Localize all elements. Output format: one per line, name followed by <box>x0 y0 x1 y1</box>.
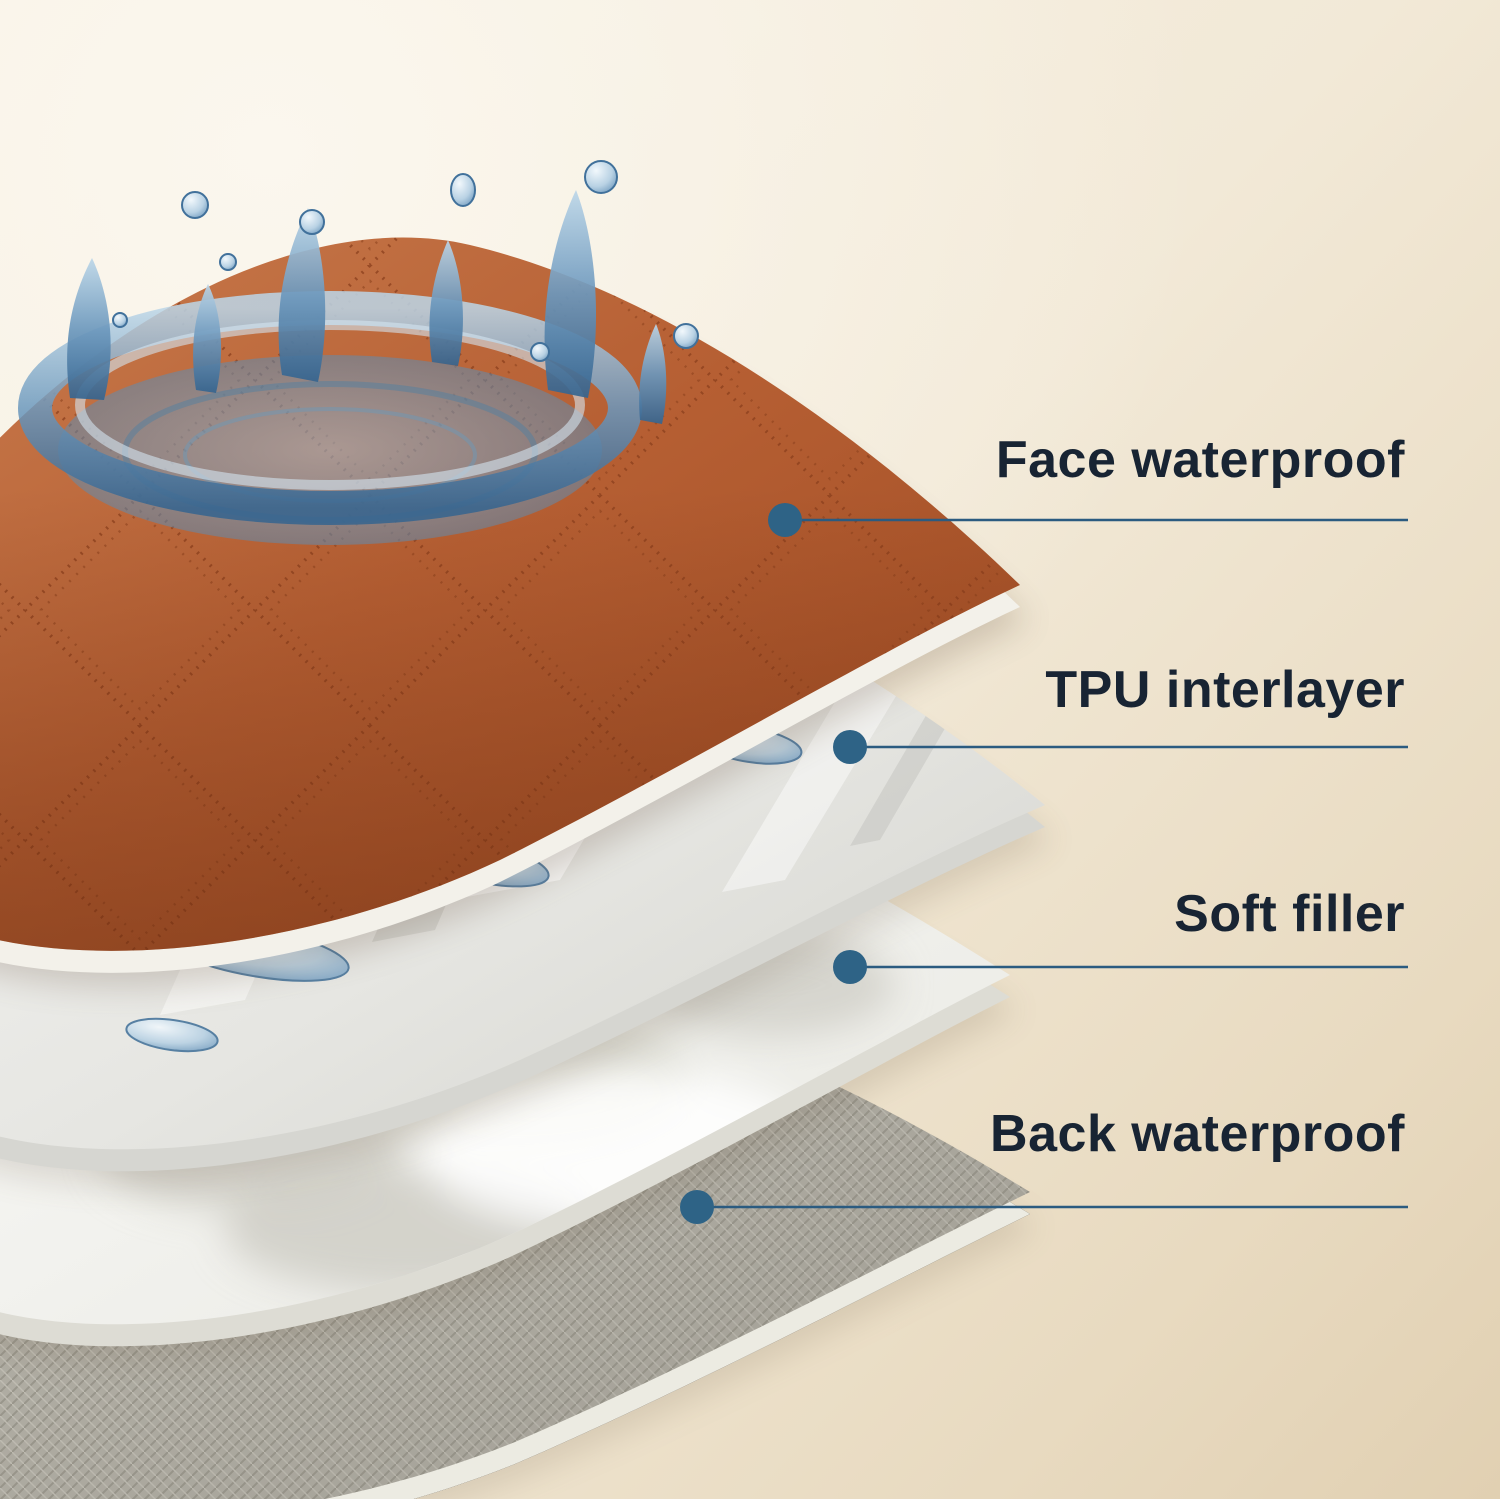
label-back-waterproof: Back waterproof <box>990 1105 1405 1163</box>
splash-crown-ring <box>18 291 642 525</box>
callout-dot-back-waterproof <box>680 1190 714 1224</box>
label-tpu-interlayer: TPU interlayer <box>1045 661 1405 719</box>
water-splash <box>18 160 699 545</box>
splash-spikes <box>67 190 667 424</box>
callout-dots <box>680 503 867 1224</box>
callout-lines <box>697 518 1408 1209</box>
label-face-waterproof: Face waterproof <box>995 431 1405 489</box>
label-soft-filler: Soft filler <box>1174 885 1405 943</box>
callout-dot-face-waterproof <box>768 503 802 537</box>
callout-dot-tpu-interlayer <box>833 730 867 764</box>
callout-dot-soft-filler <box>833 950 867 984</box>
splash-droplets <box>112 160 699 362</box>
